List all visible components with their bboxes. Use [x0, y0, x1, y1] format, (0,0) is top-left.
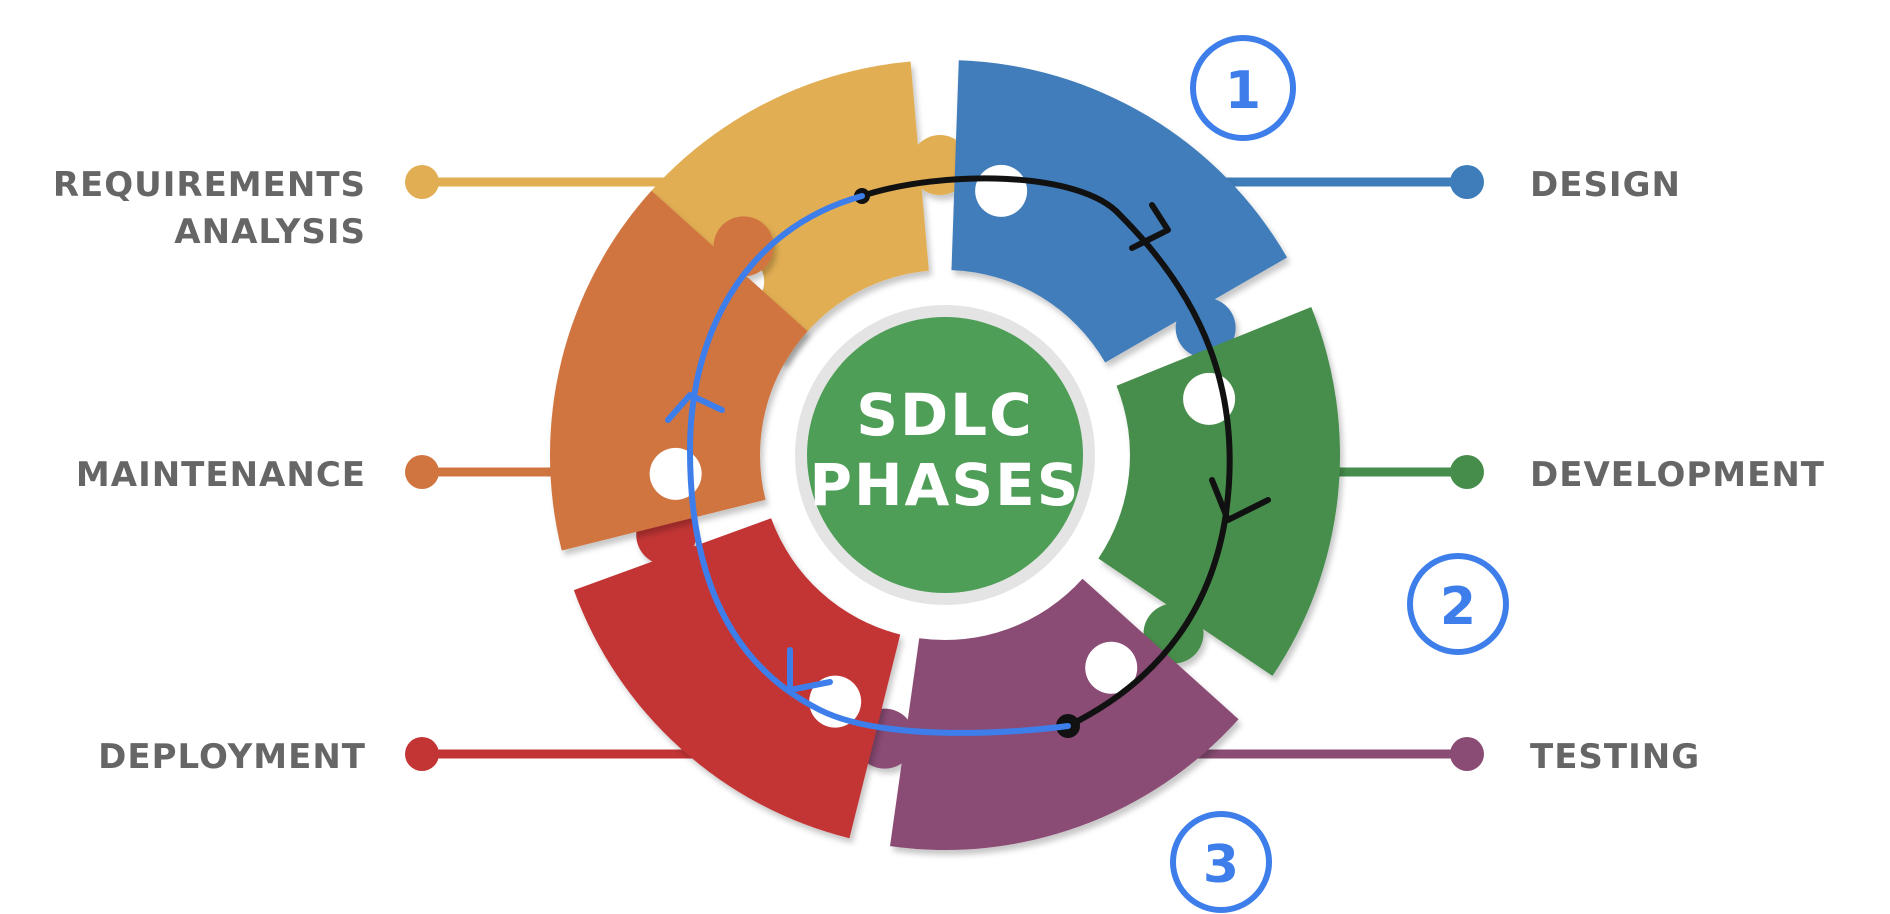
connector-requirements — [405, 165, 685, 199]
label-maintenance: MAINTENANCE — [76, 455, 366, 495]
annotation-blue-cycle — [665, 193, 1071, 736]
label-testing: TESTING — [1530, 737, 1700, 777]
annotation-black-cycle — [854, 175, 1271, 738]
label-development: DEVELOPMENT — [1530, 455, 1825, 495]
step-1-number: 1 — [1225, 61, 1261, 121]
center-badge: SDLC PHASES — [795, 305, 1095, 605]
label-requirements-line2: ANALYSIS — [174, 212, 366, 252]
label-design: DESIGN — [1530, 165, 1681, 205]
center-title-line1: SDLC — [856, 381, 1033, 449]
center-title-line2: PHASES — [809, 451, 1080, 519]
connector-maintenance — [405, 455, 575, 489]
connector-deployment — [405, 737, 705, 771]
label-requirements-line1: REQUIREMENTS — [53, 165, 366, 205]
connector-testing — [1185, 737, 1484, 771]
step-2-marker: 2 — [1407, 553, 1509, 655]
step-3-marker: 3 — [1170, 811, 1272, 913]
label-deployment: DEPLOYMENT — [98, 737, 366, 777]
step-1-marker: 1 — [1190, 35, 1296, 141]
connector-development — [1315, 455, 1484, 489]
step-2-number: 2 — [1440, 577, 1476, 637]
connector-design — [1205, 165, 1484, 199]
step-3-number: 3 — [1203, 835, 1239, 895]
